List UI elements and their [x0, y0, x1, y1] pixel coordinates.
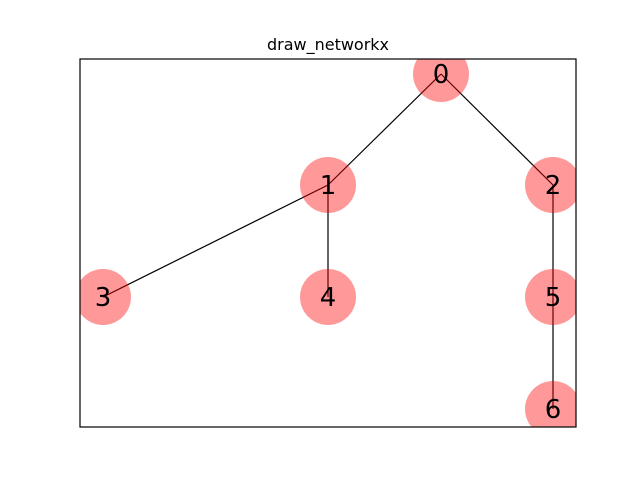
node-circle-3	[80, 269, 131, 325]
node-label-0: 0	[433, 60, 450, 90]
node-4: 4	[300, 269, 356, 325]
node-6: 6	[525, 381, 576, 427]
axes-frame	[79, 58, 577, 428]
node-label-3: 3	[95, 283, 112, 313]
node-circle-4	[300, 269, 356, 325]
edge-0-1	[327, 73, 442, 186]
edge-1-3	[102, 184, 329, 298]
node-2: 2	[525, 157, 576, 213]
node-circle-1	[300, 157, 356, 213]
node-circle-6	[525, 381, 576, 427]
node-label-2: 2	[545, 171, 562, 201]
node-5: 5	[525, 269, 576, 325]
node-label-6: 6	[545, 395, 562, 425]
edges-layer	[102, 73, 554, 409]
nodes-layer: 0 1 2 3 4 5 6	[80, 59, 576, 427]
node-label-5: 5	[545, 283, 562, 313]
node-0: 0	[413, 59, 469, 102]
node-label-4: 4	[320, 283, 337, 313]
node-circle-5	[525, 269, 576, 325]
node-circle-2	[525, 157, 576, 213]
node-3: 3	[80, 269, 131, 325]
plot-area: 0 1 2 3 4 5 6	[80, 59, 576, 427]
node-circle-0	[413, 59, 469, 102]
edge-0-2	[440, 73, 554, 186]
node-1: 1	[300, 157, 356, 213]
node-label-1: 1	[320, 171, 337, 201]
figure-title: draw_networkx	[267, 35, 389, 55]
